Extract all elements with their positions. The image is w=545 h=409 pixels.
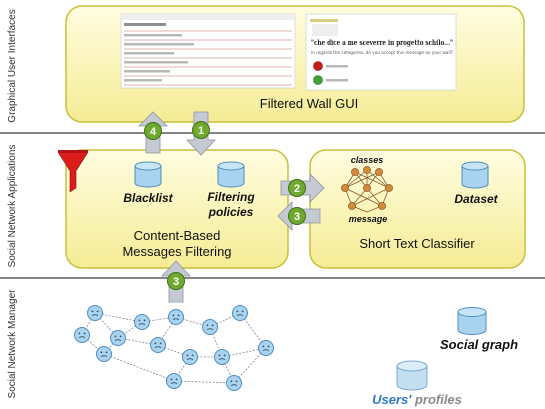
user-node-icon bbox=[134, 314, 150, 330]
post-title: "che dice a me sceverre in progetto schi… bbox=[311, 38, 453, 47]
step-badge-3-classifier-number: 3 bbox=[294, 211, 300, 223]
user-node-icon bbox=[96, 346, 112, 362]
users-profiles-label-prefix: Users' bbox=[372, 392, 412, 407]
user-node-icon bbox=[150, 337, 166, 353]
funnel-icon bbox=[57, 150, 89, 193]
classifier-panel-title: Short Text Classifier bbox=[359, 236, 475, 251]
tier-label-apps: Social Network Applications bbox=[7, 145, 18, 268]
filtering-policies-label-line2: policies bbox=[208, 205, 254, 219]
filtering-policies-label-line1: Filtering bbox=[207, 190, 255, 204]
filtering-panel-title-line1: Content-Based bbox=[134, 228, 221, 243]
user-node-icon bbox=[226, 375, 242, 391]
tier-label-gui: Graphical User Interfaces bbox=[7, 9, 18, 122]
users-profiles-label: Users' profiles bbox=[372, 392, 462, 407]
step-badge-3-manager: 3 bbox=[167, 272, 185, 290]
classes-label: classes bbox=[351, 155, 384, 165]
message-label: message bbox=[349, 214, 388, 224]
gui-screenshot-post: "che dice a me sceverre in progetto schi… bbox=[305, 13, 457, 91]
neural-network-nodes bbox=[341, 166, 393, 210]
gui-panel-title: Filtered Wall GUI bbox=[260, 96, 358, 111]
users-profiles-label-suffix: profiles bbox=[411, 392, 462, 407]
step-badge-4: 4 bbox=[144, 122, 162, 140]
user-node-icon bbox=[258, 340, 274, 356]
step-badge-3-manager-number: 3 bbox=[173, 276, 179, 288]
user-node-icon bbox=[168, 309, 184, 325]
users-profiles-database-icon bbox=[396, 360, 428, 391]
tier-label-manager: Social Network Manager bbox=[7, 289, 18, 399]
step-badge-2: 2 bbox=[288, 179, 306, 197]
step-badge-4-number: 4 bbox=[150, 126, 157, 138]
user-node-icon bbox=[74, 327, 90, 343]
tier-label-gui-text: Graphical User Interfaces bbox=[7, 9, 18, 122]
step-badge-2-number: 2 bbox=[294, 183, 300, 195]
user-node-icon bbox=[214, 349, 230, 365]
post-question: in regards the categories, do you accept… bbox=[311, 50, 454, 56]
reject-option-icon[interactable] bbox=[313, 61, 323, 71]
blacklist-label: Blacklist bbox=[123, 191, 173, 205]
social-graph-nodes bbox=[74, 305, 274, 391]
filtering-panel-title-line2: Messages Filtering bbox=[122, 244, 231, 259]
user-node-icon bbox=[232, 305, 248, 321]
dataset-database-icon bbox=[461, 161, 489, 189]
user-node-icon bbox=[202, 319, 218, 335]
user-node-icon bbox=[182, 349, 198, 365]
step-badge-3-classifier: 3 bbox=[288, 207, 306, 225]
accept-option-icon[interactable] bbox=[313, 75, 323, 85]
step-badge-1-number: 1 bbox=[198, 125, 204, 137]
user-node-icon bbox=[110, 330, 126, 346]
tier-label-apps-text: Social Network Applications bbox=[7, 145, 18, 268]
dataset-label: Dataset bbox=[454, 192, 498, 206]
step-badge-1: 1 bbox=[192, 121, 210, 139]
user-node-icon bbox=[166, 373, 182, 389]
social-graph-label: Social graph bbox=[440, 337, 518, 352]
blacklist-database-icon bbox=[134, 161, 162, 188]
gui-screenshot-settings bbox=[120, 13, 296, 89]
social-graph-database-icon bbox=[457, 307, 487, 335]
user-node-icon bbox=[87, 305, 103, 321]
filtering-policies-database-icon bbox=[217, 161, 245, 188]
tier-label-manager-text: Social Network Manager bbox=[7, 289, 18, 399]
